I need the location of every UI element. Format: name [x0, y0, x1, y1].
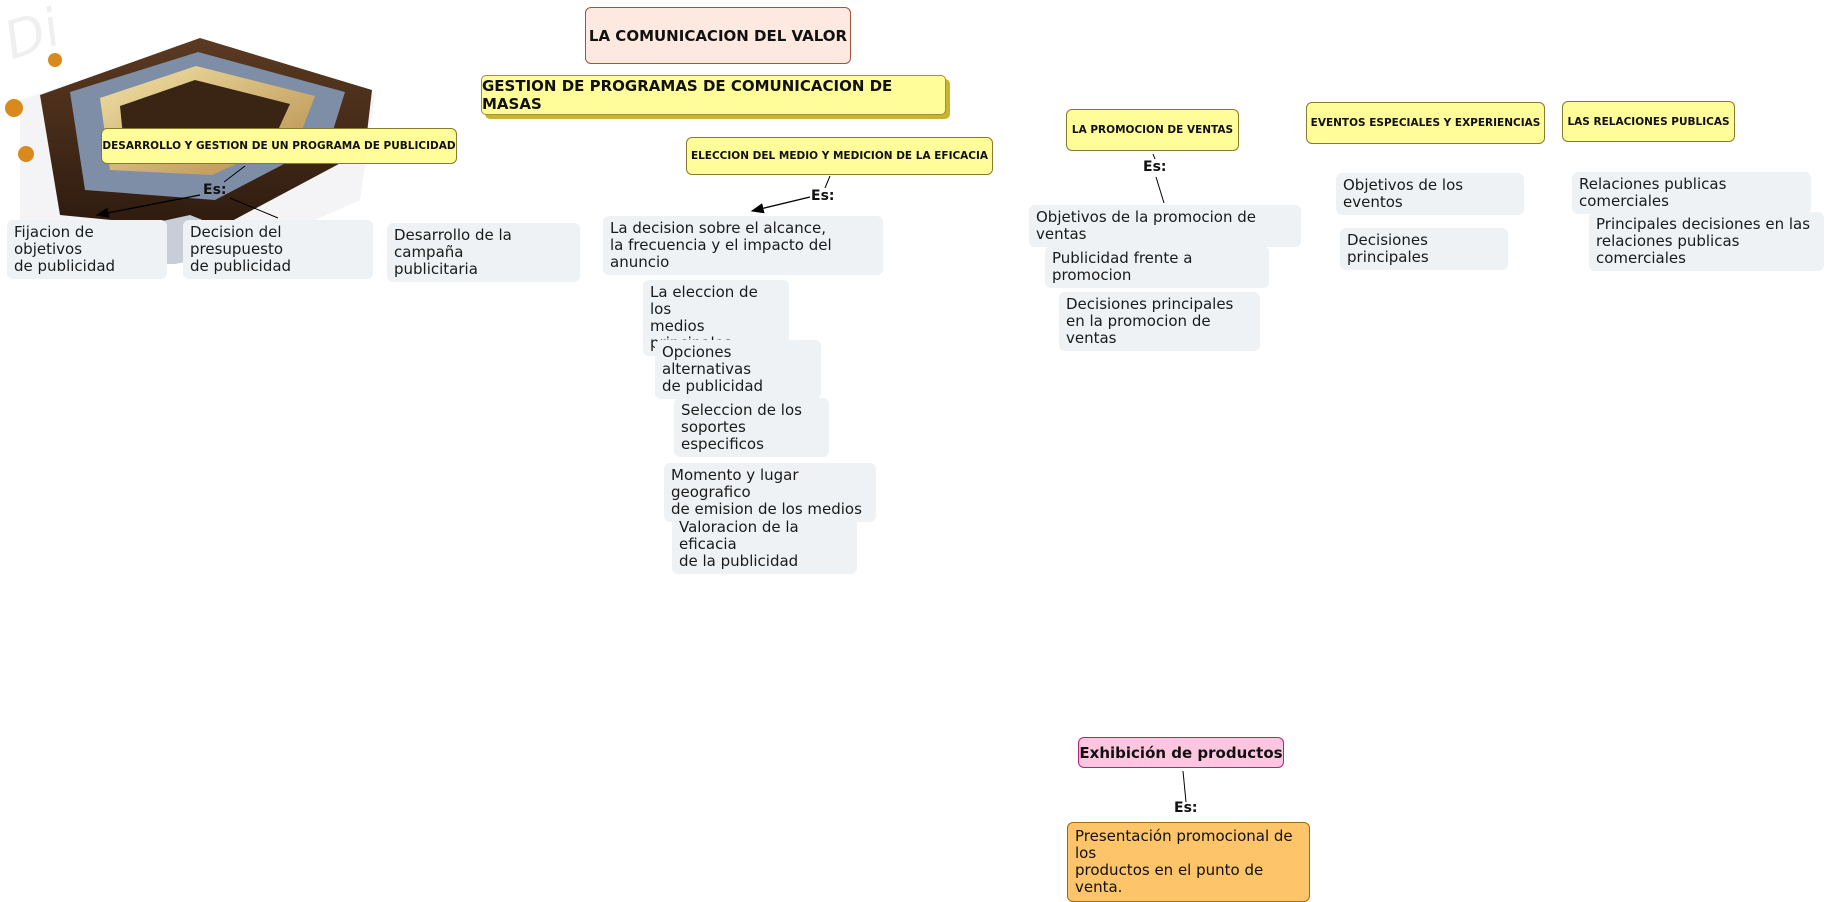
connector-lines: [95, 153, 1187, 803]
publicidad-item-presupuesto[interactable]: Decision del presupuesto de publicidad: [183, 220, 373, 279]
exhibicion-node[interactable]: Exhibición de productos: [1078, 737, 1284, 768]
relaciones-item-decisiones[interactable]: Principales decisiones en las relaciones…: [1589, 212, 1824, 271]
es-label-exhibicion: Es:: [1174, 800, 1198, 816]
promocion-item-objetivos[interactable]: Objetivos de la promocion de ventas: [1029, 205, 1301, 247]
medio-item-momento[interactable]: Momento y lugar geografico de emision de…: [664, 463, 876, 522]
medio-item-alcance[interactable]: La decision sobre el alcance, la frecuen…: [603, 216, 883, 275]
es-label-publicidad: Es:: [203, 182, 227, 198]
eventos-item-objetivos[interactable]: Objetivos de los eventos: [1336, 173, 1524, 215]
es-label-promocion: Es:: [1143, 159, 1167, 175]
root-node[interactable]: LA COMUNICACION DEL VALOR: [585, 7, 851, 64]
relaciones-node[interactable]: LAS RELACIONES PUBLICAS: [1562, 101, 1735, 142]
promocion-item-decisiones[interactable]: Decisiones principales en la promocion d…: [1059, 292, 1260, 351]
publicidad-item-campana[interactable]: Desarrollo de la campaña publicitaria: [387, 223, 580, 282]
medio-item-seleccion[interactable]: Seleccion de los soportes especificos: [674, 398, 829, 457]
medio-item-opciones[interactable]: Opciones alternativas de publicidad: [655, 340, 821, 399]
medio-node[interactable]: ELECCION DEL MEDIO Y MEDICION DE LA EFIC…: [686, 137, 993, 175]
publicidad-item-objetivos[interactable]: Fijacion de objetivos de publicidad: [7, 220, 167, 279]
es-label-medio: Es:: [811, 188, 835, 204]
eventos-item-decisiones[interactable]: Decisiones principales: [1340, 228, 1508, 270]
main-topic-node[interactable]: GESTION DE PROGRAMAS DE COMUNICACION DE …: [481, 75, 946, 115]
promocion-item-publicidad[interactable]: Publicidad frente a promocion: [1045, 246, 1269, 288]
relaciones-item-comerciales[interactable]: Relaciones publicas comerciales: [1572, 172, 1811, 214]
promocion-node[interactable]: LA PROMOCION DE VENTAS: [1066, 109, 1239, 151]
exhibicion-item-presentacion[interactable]: Presentación promocional de los producto…: [1067, 822, 1310, 902]
eventos-node[interactable]: EVENTOS ESPECIALES Y EXPERIENCIAS: [1306, 102, 1545, 144]
medio-item-valoracion[interactable]: Valoracion de la eficacia de la publicid…: [672, 515, 857, 574]
publicidad-node[interactable]: DESARROLLO Y GESTION DE UN PROGRAMA DE P…: [101, 128, 457, 164]
